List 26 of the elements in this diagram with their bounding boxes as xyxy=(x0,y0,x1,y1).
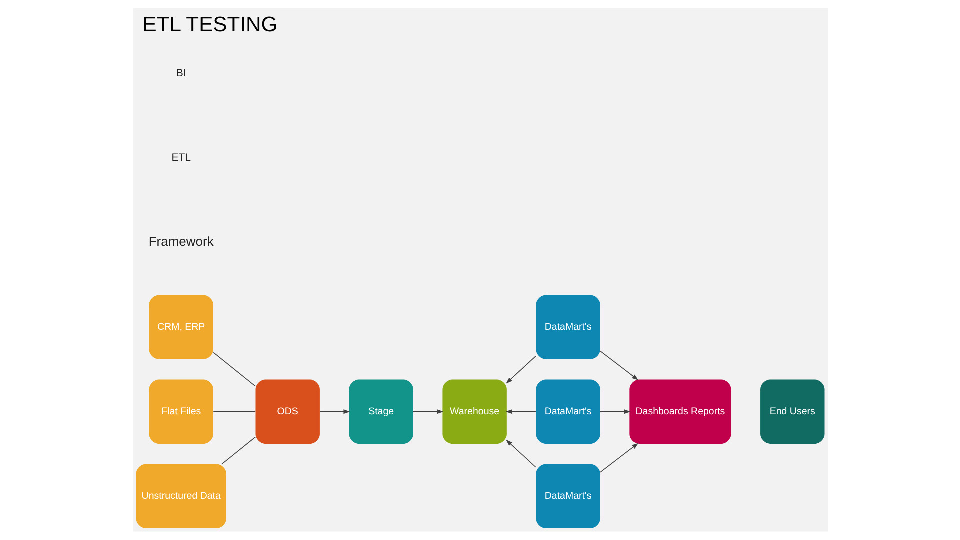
arrow xyxy=(506,440,536,468)
node-box: Flat Files xyxy=(148,380,213,444)
arrow xyxy=(600,410,630,414)
node-box: CRM, ERP xyxy=(148,295,213,360)
arrow xyxy=(505,410,536,414)
arrow xyxy=(319,410,350,414)
node-box: Stage xyxy=(348,380,413,444)
arrow xyxy=(600,350,638,380)
connector xyxy=(212,411,256,412)
node-box: DataMart's xyxy=(536,380,600,444)
connector xyxy=(221,436,256,465)
arrow xyxy=(600,443,638,473)
arrow xyxy=(506,356,536,384)
label: Framework xyxy=(148,234,214,249)
node-box: Dashboards Reports xyxy=(629,380,731,444)
node-box: End Users xyxy=(760,380,824,444)
node-box: DataMart's xyxy=(536,464,600,528)
arrow xyxy=(412,410,444,414)
label: ETL xyxy=(171,152,191,164)
connector xyxy=(212,352,256,387)
diagram-title: ETL TESTING xyxy=(142,14,278,37)
node-box: ODS xyxy=(255,380,320,444)
node-box: DataMart's xyxy=(536,295,600,360)
label: BI xyxy=(176,67,186,80)
node-box: Warehouse xyxy=(442,380,506,444)
node-box: Unstructured Data xyxy=(136,464,226,528)
